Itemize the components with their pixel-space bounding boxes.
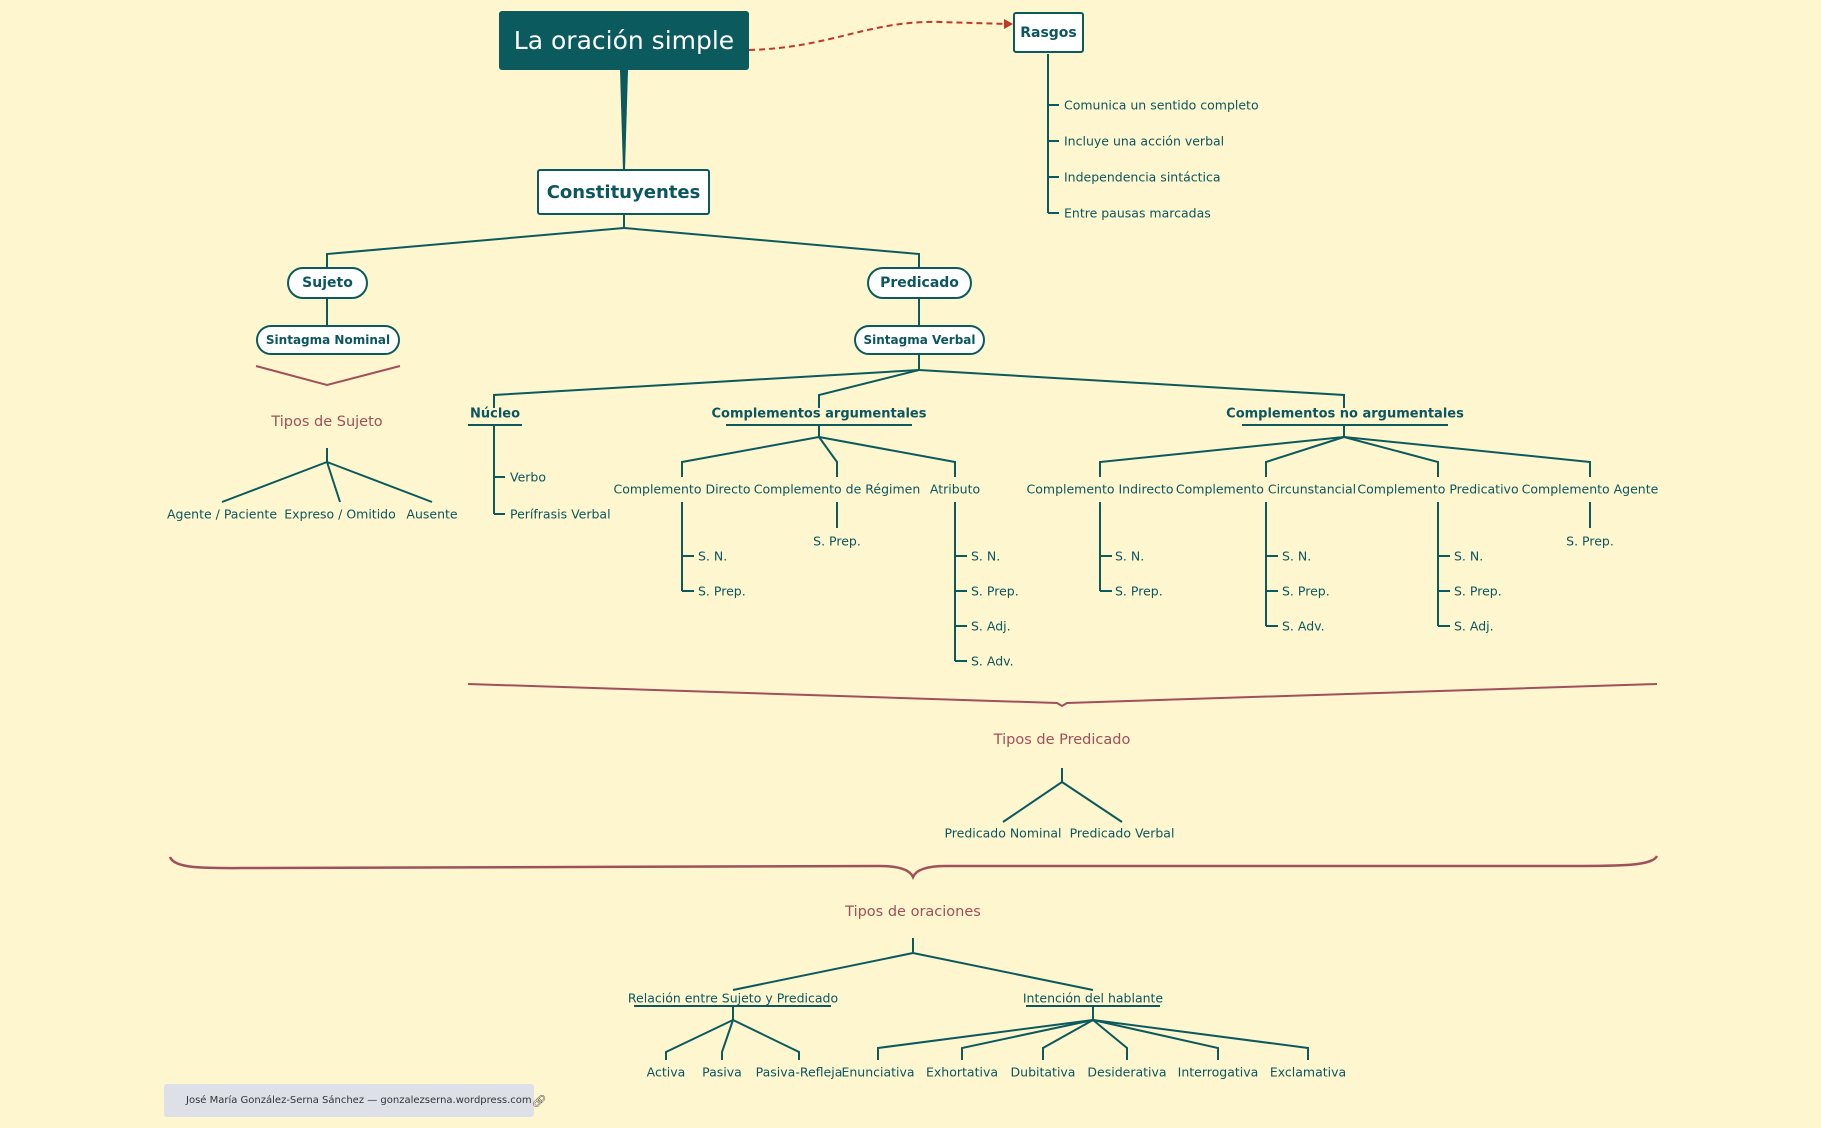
nucleo-item[interactable]: Verbo [510,469,546,485]
ci-item[interactable]: S. Prep. [1115,583,1163,599]
tipo-predicado-item[interactable]: Predicado Verbal [1069,825,1175,841]
sintagma-nominal-title: Sintagma Nominal [265,333,391,347]
root-title: La oración simple [513,26,735,55]
sintagma-verbal-title: Sintagma Verbal [863,333,976,347]
relacion-item[interactable]: Pasiva [702,1064,742,1080]
intencion-item[interactable]: Exhortativa [926,1064,998,1080]
intencion-item[interactable]: Enunciativa [841,1064,915,1080]
complemento-circunstancial-title[interactable]: Complemento Circunstancial [1175,481,1357,497]
tipo-sujeto-item[interactable]: Ausente [406,506,458,522]
cc-item[interactable]: S. Prep. [1282,583,1330,599]
sujeto-title: Sujeto [302,275,353,291]
sintagma-verbal-topic[interactable]: Sintagma Verbal [854,325,985,355]
cc-item[interactable]: S. Adv. [1282,618,1325,634]
footer-credit[interactable]: José María González-Serna Sánchez — gonz… [164,1084,547,1117]
nucleo-title[interactable]: Núcleo [469,406,521,422]
cd-item[interactable]: S. Prep. [698,583,746,599]
tipos-predicado-title[interactable]: Tipos de Predicado [993,732,1131,748]
footer-text: José María González-Serna Sánchez — gonz… [186,1095,532,1106]
complementos-argumentales-title[interactable]: Complementos argumentales [711,406,927,422]
cr-item[interactable]: S. Prep. [813,533,861,549]
tipo-sujeto-item[interactable]: Expreso / Omitido [284,506,396,522]
root-topic[interactable]: La oración simple [499,11,749,70]
atributo-title[interactable]: Atributo [929,481,981,497]
sintagma-nominal-topic[interactable]: Sintagma Nominal [256,325,400,355]
tipos-oraciones-title[interactable]: Tipos de oraciones [845,904,981,920]
rasgos-topic[interactable]: Rasgos [1013,12,1084,53]
cd-item[interactable]: S. N. [698,548,728,564]
atributo-item[interactable]: S. Adv. [971,653,1014,669]
constituyentes-topic[interactable]: Constituyentes [537,169,710,215]
intencion-item[interactable]: Exclamativa [1269,1064,1347,1080]
link-icon[interactable]: 🔗︎ [531,1093,547,1108]
rasgos-item[interactable]: Independencia sintáctica [1064,169,1221,185]
atributo-item[interactable]: S. Adj. [971,618,1011,634]
rasgos-item[interactable]: Comunica un sentido completo [1064,97,1259,113]
cp-item[interactable]: S. Adj. [1454,618,1494,634]
tipo-sujeto-item[interactable]: Agente / Paciente [166,506,278,522]
complemento-directo-title[interactable]: Complemento Directo [613,481,751,497]
intencion-item[interactable]: Interrogativa [1177,1064,1259,1080]
constituyentes-title: Constituyentes [546,181,701,203]
complemento-indirecto-title[interactable]: Complemento Indirecto [1026,481,1174,497]
cp-item[interactable]: S. Prep. [1454,583,1502,599]
complementos-no-argumentales-title[interactable]: Complementos no argumentales [1226,406,1464,422]
relacion-item[interactable]: Pasiva-Refleja [755,1064,843,1080]
predicado-topic[interactable]: Predicado [867,267,972,299]
rasgos-item[interactable]: Entre pausas marcadas [1064,205,1211,221]
nucleo-item[interactable]: Perífrasis Verbal [510,506,611,522]
atributo-item[interactable]: S. Prep. [971,583,1019,599]
intencion-item[interactable]: Desiderativa [1087,1064,1167,1080]
intencion-title[interactable]: Intención del hablante [1022,990,1164,1006]
rasgos-title: Rasgos [1020,24,1077,41]
atributo-item[interactable]: S. N. [971,548,1001,564]
predicado-title: Predicado [880,275,959,291]
intencion-item[interactable]: Dubitativa [1010,1064,1076,1080]
relacion-title[interactable]: Relación entre Sujeto y Predicado [627,990,839,1006]
complemento-regimen-title[interactable]: Complemento de Régimen [753,481,921,497]
tipo-predicado-item[interactable]: Predicado Nominal [944,825,1062,841]
ci-item[interactable]: S. N. [1115,548,1145,564]
ca-item[interactable]: S. Prep. [1566,533,1614,549]
sujeto-topic[interactable]: Sujeto [287,267,368,299]
cp-item[interactable]: S. N. [1454,548,1484,564]
relacion-item[interactable]: Activa [646,1064,686,1080]
cc-item[interactable]: S. N. [1282,548,1312,564]
complemento-agente-title[interactable]: Complemento Agente [1521,481,1659,497]
rasgos-item[interactable]: Incluye una acción verbal [1064,133,1225,149]
tipos-sujeto-title[interactable]: Tipos de Sujeto [271,414,383,430]
complemento-predicativo-title[interactable]: Complemento Predicativo [1357,481,1519,497]
